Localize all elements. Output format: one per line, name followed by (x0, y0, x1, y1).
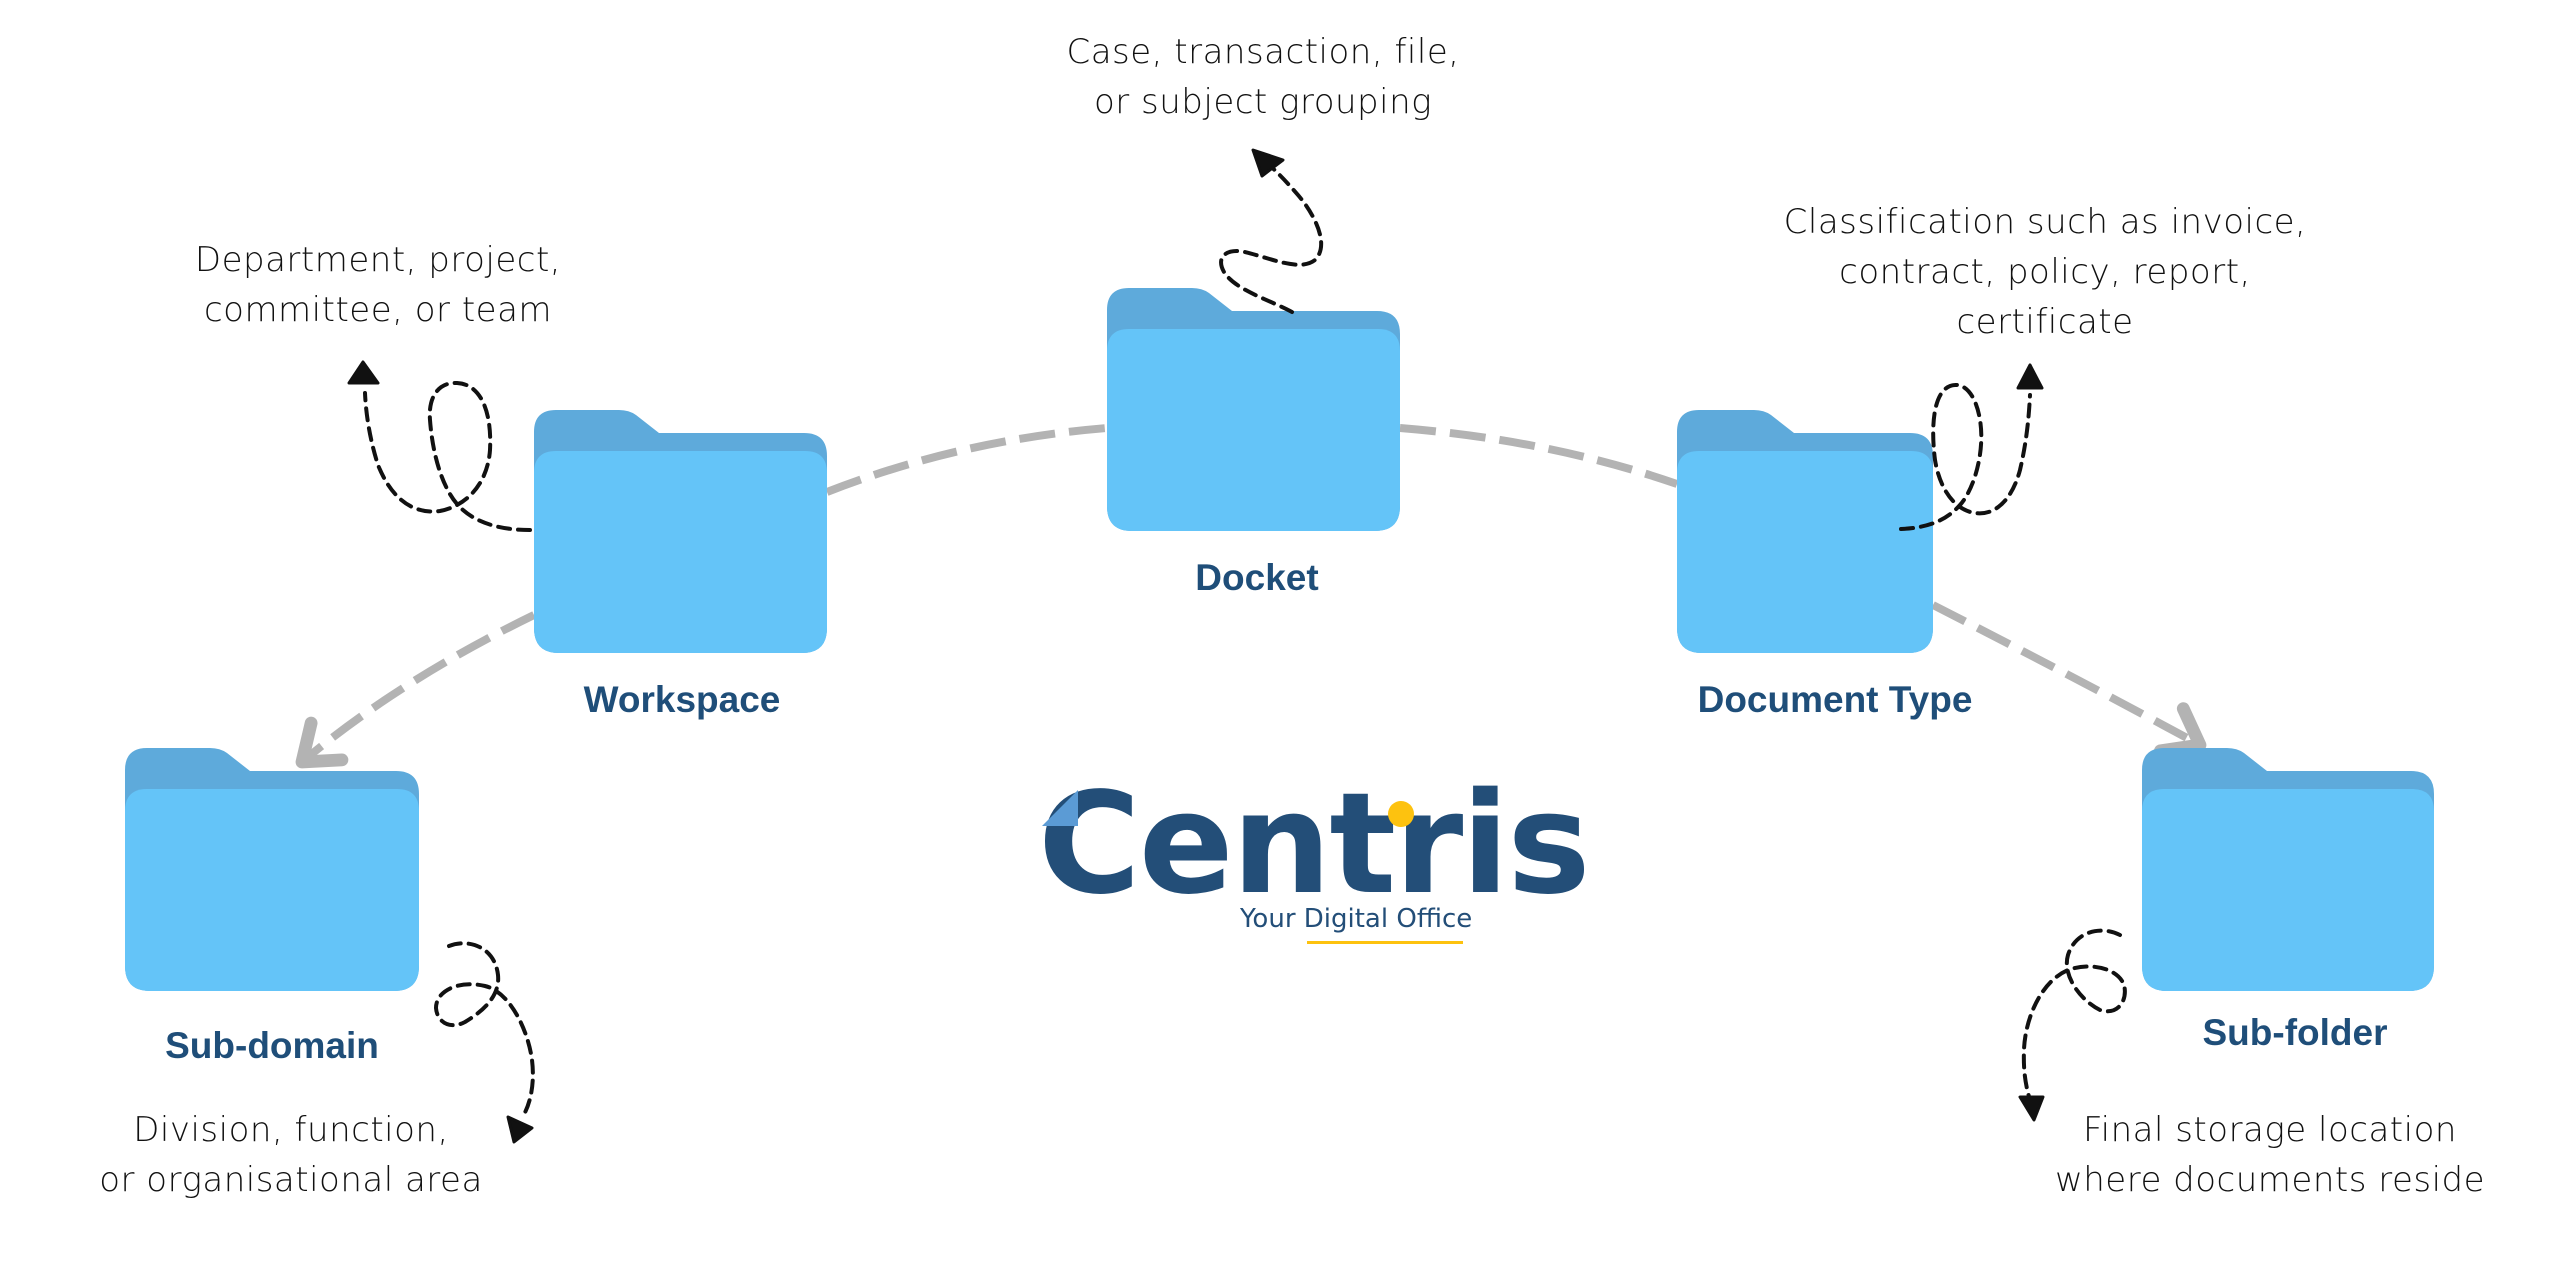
connector-document-type-sub-folder (1931, 601, 2207, 758)
connector-docket-document-type (1399, 424, 1679, 488)
description-line: where documents reside (2054, 1160, 2486, 1200)
connector-workspace-docket (825, 424, 1108, 496)
description-line: Division, function, (133, 1110, 449, 1150)
description-line: committee, or team (203, 290, 553, 330)
description-line: Department, project, (194, 240, 562, 280)
folder-label-sub-folder: Sub-folder (2202, 1012, 2388, 1053)
folder-label-sub-domain: Sub-domain (165, 1025, 379, 1066)
logo-i-dot (1388, 801, 1414, 827)
description-line: Case, transaction, file, (1066, 32, 1460, 72)
description-docket: Case, transaction, file, or subject grou… (1066, 27, 1459, 127)
description-document-type: Classification such as invoice, contract… (1784, 197, 2307, 347)
folder-icon-sub-folder[interactable] (2142, 748, 2434, 991)
folder-label-document-type: Document Type (1697, 679, 1973, 720)
connector-workspace-sub-domain (295, 611, 536, 769)
description-sub-domain: Division, function, or organisational ar… (99, 1105, 483, 1205)
centris-logo: Centris Your Digital Office (1030, 760, 1591, 960)
description-workspace: Department, project, committee, or team (195, 235, 561, 335)
annotation-arrow-workspace (347, 360, 532, 532)
folder-icon-workspace[interactable] (534, 410, 827, 653)
folder-icon-sub-domain[interactable] (125, 748, 419, 991)
folder-icon-document-type[interactable] (1677, 410, 1933, 653)
annotation-arrow-docket (1219, 148, 1324, 314)
description-sub-folder: Final storage location where documents r… (2055, 1105, 2485, 1205)
folder-label-docket: Docket (1195, 557, 1319, 598)
logo-page-corner-icon (1042, 790, 1078, 826)
description-line: Final storage location (2083, 1110, 2457, 1150)
description-line: certificate (1956, 302, 2134, 342)
folder-icon-docket[interactable] (1107, 288, 1400, 531)
description-line: contract, policy, report, (1839, 252, 2251, 292)
annotation-arrow-document-type (1899, 363, 2044, 531)
logo-tagline-underline (1307, 941, 1463, 944)
logo-wordmark: Centris (1038, 763, 1591, 926)
description-line: Classification such as invoice, (1783, 202, 2307, 242)
logo-tagline: Your Digital Office (1240, 904, 1473, 934)
description-line: or organisational area (99, 1160, 483, 1200)
folder-label-workspace: Workspace (583, 679, 781, 720)
annotation-arrow-sub-domain (433, 941, 535, 1144)
annotation-arrow-sub-folder (2018, 928, 2127, 1122)
description-line: or subject grouping (1093, 82, 1433, 122)
